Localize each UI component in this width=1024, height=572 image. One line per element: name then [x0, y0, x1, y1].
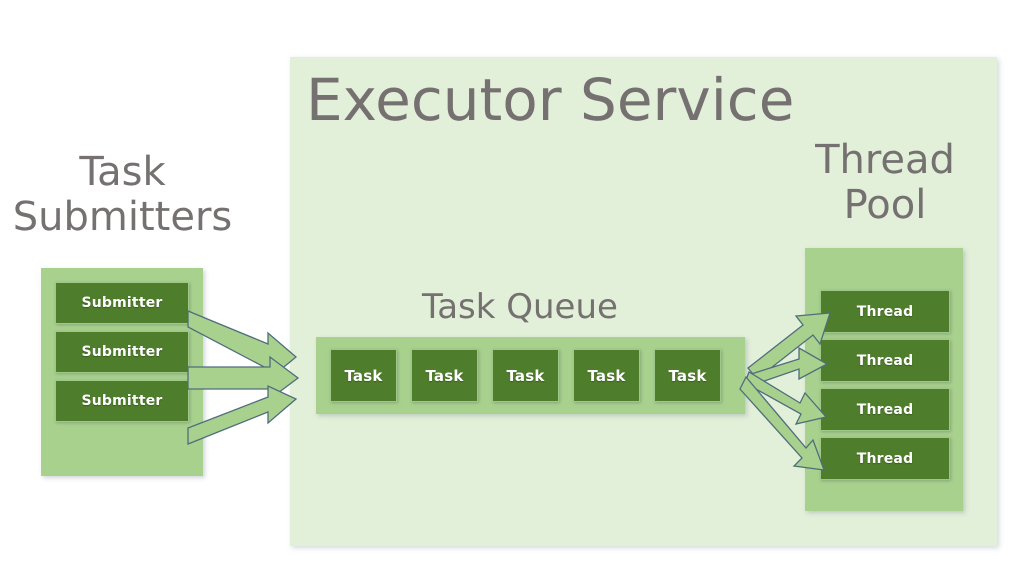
task-queue-title: Task Queue	[422, 287, 618, 327]
arrow-submitter2-to-queue	[187, 355, 300, 401]
thread-box-4[interactable]: Thread	[820, 437, 950, 480]
task-submitters-title: Task Submitters	[12, 149, 233, 240]
task-box-3[interactable]: Task	[492, 349, 559, 402]
submitter-box-3[interactable]: Submitter	[55, 380, 189, 422]
arrow-submitter3-to-queue	[187, 384, 298, 445]
thread-box-2[interactable]: Thread	[820, 339, 950, 382]
submitter-box-1[interactable]: Submitter	[55, 282, 189, 324]
executor-service-title: Executor Service	[306, 66, 795, 134]
thread-box-3[interactable]: Thread	[820, 388, 950, 431]
thread-pool-title: Thread Pool	[815, 137, 955, 228]
arrow-submitter1-to-queue	[187, 310, 298, 382]
task-box-1[interactable]: Task	[330, 349, 397, 402]
task-queue-panel: Task Task Task Task Task	[316, 337, 745, 414]
thread-pool-panel: Thread Thread Thread Thread	[805, 248, 963, 511]
submitter-box-2[interactable]: Submitter	[55, 331, 189, 373]
task-box-5[interactable]: Task	[654, 349, 721, 402]
task-box-2[interactable]: Task	[411, 349, 478, 402]
thread-box-1[interactable]: Thread	[820, 290, 950, 333]
task-submitters-panel: Submitter Submitter Submitter	[41, 268, 203, 476]
task-box-4[interactable]: Task	[573, 349, 640, 402]
